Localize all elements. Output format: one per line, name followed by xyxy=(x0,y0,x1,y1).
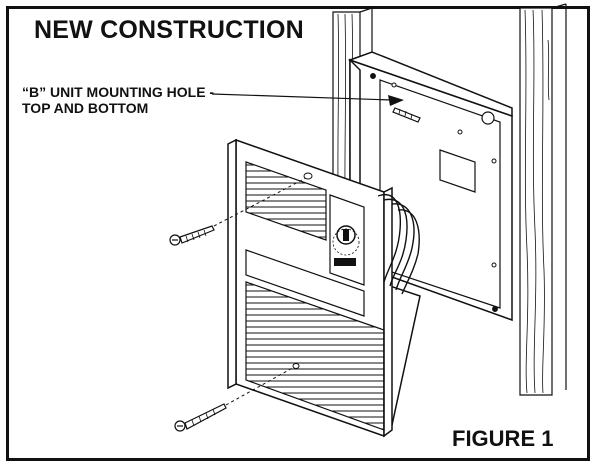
wiring xyxy=(377,194,420,295)
mounting-screw-lower xyxy=(174,403,227,432)
callout-line-2: TOP AND BOTTOM xyxy=(22,100,149,116)
right-wall-stud xyxy=(519,3,567,396)
mounting-hole-callout: “B” UNIT MOUNTING HOLE - TOP AND BOTTOM xyxy=(22,84,214,116)
upper-mounting-hole xyxy=(303,172,313,180)
diagram-title: NEW CONSTRUCTION xyxy=(34,16,304,44)
screw-path-lines xyxy=(213,177,307,406)
callout-leader-arrow xyxy=(211,93,404,106)
mounting-screw-box xyxy=(392,107,421,123)
callout-line-1: “B” UNIT MOUNTING HOLE - xyxy=(22,84,215,100)
figure-label: FIGURE 1 xyxy=(452,426,554,451)
lower-mounting-hole xyxy=(292,363,300,369)
heater-unit xyxy=(227,138,421,438)
mounting-screw-upper xyxy=(169,225,215,246)
